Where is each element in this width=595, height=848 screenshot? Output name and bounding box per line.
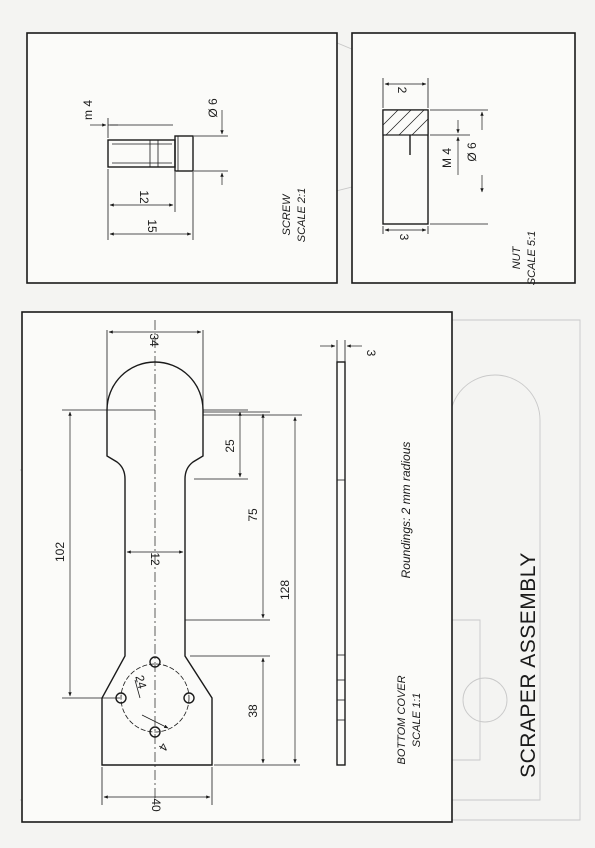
cover-caption-scale: SCALE 1:1 [411, 693, 423, 747]
cover-dim-34: 34 [147, 333, 161, 347]
bottom-cover-view-panel [21, 311, 453, 823]
cover-dim-25: 25 [223, 439, 237, 453]
nut-dim-diameter-6: Ø 6 [465, 142, 479, 162]
cover-caption-name: BOTTOM COVER [396, 675, 408, 764]
screw-dim-15: 15 [145, 219, 159, 233]
screw-dim-m4: m 4 [81, 100, 95, 120]
nut-view-panel [351, 32, 576, 284]
nut-dim-2: 2 [395, 87, 409, 94]
cover-dim-40: 40 [149, 798, 163, 812]
screw-caption-name: SCREW [281, 193, 293, 236]
screw-dim-diameter-6: Ø 6 [206, 98, 220, 118]
nut-dim-m4: M 4 [440, 148, 454, 168]
screw-caption-scale: SCALE 2:1 [296, 188, 308, 242]
screw-dim-12: 12 [137, 190, 151, 204]
cover-dim-128: 128 [278, 580, 292, 600]
cover-dim-38: 38 [246, 704, 260, 718]
nut-caption-scale: SCALE 5:1 [526, 231, 538, 285]
cover-dim-3: 3 [364, 350, 378, 357]
cover-roundings-note: Roundings: 2 mm radious [399, 442, 413, 579]
drawing-title: SCRAPER ASSEMBLY [517, 552, 540, 778]
cover-dim-102: 102 [53, 542, 67, 562]
screw-view-panel [26, 32, 338, 284]
nut-dim-3: 3 [397, 234, 411, 241]
cover-dim-24: 24 [132, 674, 149, 691]
nut-caption-name: NUT [511, 245, 523, 269]
cover-dim-12: 12 [148, 552, 162, 566]
cover-dim-75: 75 [246, 508, 260, 522]
